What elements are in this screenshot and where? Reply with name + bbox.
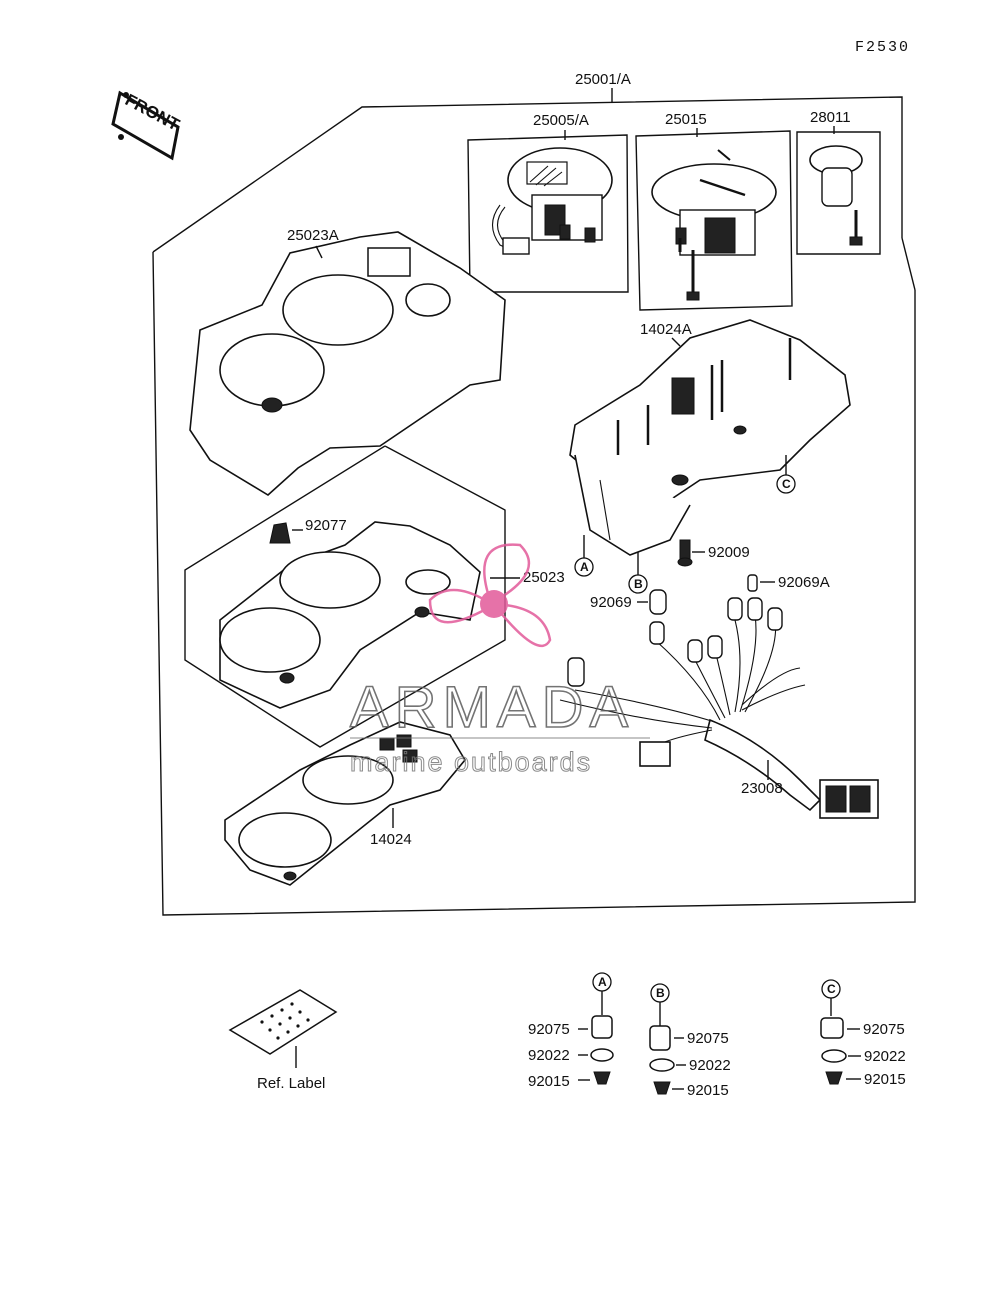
- kit-c-part-92022: 92022: [864, 1048, 906, 1065]
- svg-text:A: A: [580, 560, 589, 574]
- socket-kit-c: C: [820, 979, 861, 1085]
- figure-code: F2530: [855, 39, 910, 56]
- prop-blade-3: [498, 603, 552, 648]
- kit-a-part-92015: 92015: [528, 1073, 570, 1090]
- part-label-25023A: 25023A: [287, 227, 339, 244]
- part-label-28011: 28011: [810, 109, 851, 126]
- part-label-92009: 92009: [708, 544, 750, 561]
- socket-callout-c: C: [776, 455, 796, 494]
- prop-blade-1: [483, 543, 531, 602]
- watermark-brand: ARMADA: [350, 675, 634, 740]
- kit-c-part-92015: 92015: [864, 1071, 906, 1088]
- assembly-bracket: [152, 88, 916, 916]
- socket-callout-b: B: [628, 552, 648, 594]
- socket-kit-b: B: [649, 983, 686, 1095]
- grommet-icon: [269, 522, 303, 544]
- small-bulb-icon: [747, 574, 775, 592]
- watermark-logo: ARMADA marine outboards: [349, 543, 650, 778]
- cover-bracket: [184, 445, 506, 748]
- fuel-gauge-box: [796, 131, 881, 255]
- bulb-icon: [637, 589, 667, 615]
- kit-b-part-92075: 92075: [687, 1030, 729, 1047]
- part-label-14024A: 14024A: [640, 321, 692, 338]
- kit-b-part-92015: 92015: [687, 1082, 729, 1099]
- kit-a-part-92022: 92022: [528, 1047, 570, 1064]
- wiring-harness: [559, 597, 879, 819]
- part-label-92069A: 92069A: [778, 574, 830, 591]
- speedometer-box: [467, 134, 629, 293]
- gasket: [224, 721, 466, 886]
- front-tag-icon: FRONT: [111, 90, 183, 161]
- svg-text:C: C: [827, 982, 836, 996]
- assembly-label: 25001/A: [575, 71, 631, 88]
- svg-text:C: C: [782, 477, 791, 491]
- prop-hub: [480, 590, 508, 618]
- ref-label-icon: [228, 989, 338, 1068]
- meter-cover-lower: [219, 521, 481, 709]
- propeller-icon: [428, 543, 552, 648]
- watermark-sub: marine outboards: [350, 747, 592, 777]
- part-label-14024: 14024: [370, 831, 412, 848]
- part-label-25023: 25023: [523, 569, 565, 586]
- kit-b-part-92022: 92022: [689, 1057, 731, 1074]
- part-label-25015: 25015: [665, 111, 707, 128]
- ref-label-text: Ref. Label: [257, 1075, 325, 1092]
- part-label-25005A: 25005/A: [533, 112, 589, 129]
- part-label-92069: 92069: [590, 594, 632, 611]
- prop-blade-2: [428, 588, 490, 624]
- svg-text:A: A: [598, 975, 607, 989]
- meter-cover-upper: [189, 231, 506, 496]
- part-label-92077: 92077: [305, 517, 347, 534]
- meter-case: [569, 319, 851, 556]
- socket-callout-a: A: [574, 535, 594, 577]
- svg-text:B: B: [656, 986, 665, 1000]
- tachometer-box: [635, 130, 793, 311]
- kit-a-part-92075: 92075: [528, 1021, 570, 1038]
- socket-kit-a: A: [578, 972, 614, 1085]
- kit-c-part-92075: 92075: [863, 1021, 905, 1038]
- svg-text:B: B: [634, 577, 643, 591]
- part-label-23008: 23008: [741, 780, 783, 797]
- screw-icon: [677, 539, 705, 567]
